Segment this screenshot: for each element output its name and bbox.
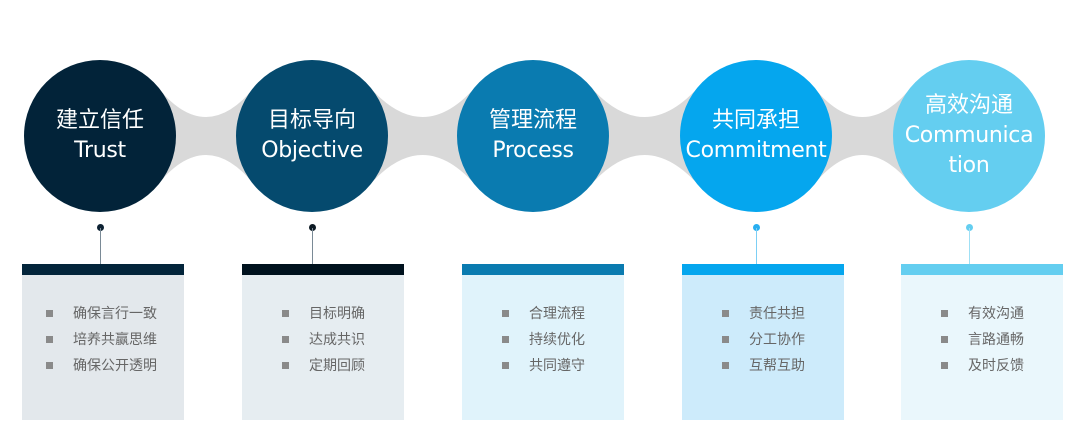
item-list: 合理流程持续优化共同遵守 — [462, 300, 624, 378]
bullet-square-icon — [941, 335, 948, 343]
step-circle: 管理流程 Process — [457, 60, 609, 212]
bullet-square-icon — [941, 309, 948, 317]
step-circle: 建立信任 Trust — [24, 60, 176, 212]
bullet-square-icon — [502, 335, 509, 343]
box-header-bar — [242, 264, 404, 275]
item-list: 确保言行一致培养共赢思维确保公开透明 — [22, 300, 184, 378]
step-title-cn: 管理流程 — [488, 108, 577, 133]
bullet-square-icon — [502, 309, 509, 317]
connector-line — [756, 228, 757, 264]
step-title-cn: 共同承担 — [711, 108, 800, 133]
connector-dot — [97, 224, 104, 231]
bullet-square-icon — [722, 309, 729, 317]
list-item: 互帮互助 — [722, 352, 844, 378]
list-item: 合理流程 — [502, 300, 624, 326]
item-list: 有效沟通言路通畅及时反馈 — [901, 300, 1063, 378]
step-detail-box: 有效沟通言路通畅及时反馈 — [901, 264, 1063, 420]
list-item: 定期回顾 — [282, 352, 404, 378]
step-title-cn: 高效沟通 — [924, 93, 1013, 118]
list-item-text: 确保公开透明 — [73, 358, 157, 374]
step-detail-box: 确保言行一致培养共赢思维确保公开透明 — [22, 264, 184, 420]
item-list: 责任共担分工协作互帮互助 — [682, 300, 844, 378]
step-detail-box: 责任共担分工协作互帮互助 — [682, 264, 844, 420]
item-list: 目标明确达成共识定期回顾 — [242, 300, 404, 378]
list-item-text: 共同遵守 — [529, 358, 585, 374]
step-title-en: Process — [492, 138, 574, 163]
step-title-en: Communication — [904, 123, 1034, 178]
step-title-en: Objective — [261, 138, 363, 163]
list-item-text: 培养共赢思维 — [73, 332, 157, 348]
bullet-square-icon — [502, 361, 509, 369]
list-item-text: 责任共担 — [749, 306, 805, 322]
list-item-text: 及时反馈 — [968, 358, 1024, 374]
step-circle: 共同承担 Commitment — [680, 60, 832, 212]
list-item: 目标明确 — [282, 300, 404, 326]
bullet-square-icon — [282, 361, 289, 369]
bullet-square-icon — [46, 335, 53, 343]
connector-line — [969, 228, 970, 264]
list-item-text: 互帮互助 — [749, 358, 805, 374]
connector-band — [588, 84, 701, 188]
list-item: 分工协作 — [722, 326, 844, 352]
box-header-bar — [901, 264, 1063, 275]
list-item-text: 目标明确 — [309, 306, 365, 322]
box-header-bar — [22, 264, 184, 275]
bullet-square-icon — [282, 335, 289, 343]
list-item-text: 分工协作 — [749, 332, 805, 348]
connector-line — [312, 228, 313, 264]
step-detail-box: 目标明确达成共识定期回顾 — [242, 264, 404, 420]
list-item: 言路通畅 — [941, 326, 1063, 352]
list-item: 达成共识 — [282, 326, 404, 352]
box-header-bar — [682, 264, 844, 275]
bullet-square-icon — [46, 361, 53, 369]
step-detail-box: 合理流程持续优化共同遵守 — [462, 264, 624, 420]
list-item: 共同遵守 — [502, 352, 624, 378]
list-item: 责任共担 — [722, 300, 844, 326]
step-circle: 目标导向 Objective — [236, 60, 388, 212]
box-header-bar — [462, 264, 624, 275]
list-item-text: 言路通畅 — [968, 332, 1024, 348]
connector-dot — [309, 224, 316, 231]
bullet-square-icon — [941, 361, 948, 369]
bullet-square-icon — [722, 335, 729, 343]
connector-band — [367, 84, 478, 188]
connector-band — [811, 84, 914, 188]
list-item-text: 定期回顾 — [309, 358, 365, 374]
list-item: 确保公开透明 — [46, 352, 184, 378]
step-title-en: Trust — [74, 138, 126, 163]
step-circle: 高效沟通 Communication — [893, 60, 1045, 212]
step-title-cn: 目标导向 — [267, 108, 356, 133]
list-item: 有效沟通 — [941, 300, 1063, 326]
list-item-text: 有效沟通 — [968, 306, 1024, 322]
step-title-en: Commitment — [685, 138, 827, 163]
list-item: 培养共赢思维 — [46, 326, 184, 352]
step-title-cn: 建立信任 — [55, 108, 144, 133]
list-item: 确保言行一致 — [46, 300, 184, 326]
list-item: 持续优化 — [502, 326, 624, 352]
connector-dot — [966, 224, 973, 231]
bullet-square-icon — [46, 309, 53, 317]
list-item-text: 确保言行一致 — [73, 306, 157, 322]
list-item: 及时反馈 — [941, 352, 1063, 378]
bullet-square-icon — [722, 361, 729, 369]
bullet-square-icon — [282, 309, 289, 317]
list-item-text: 持续优化 — [529, 332, 585, 348]
connector-band — [155, 84, 257, 188]
list-item-text: 达成共识 — [309, 332, 365, 348]
connector-dot — [753, 224, 760, 231]
connector-line — [100, 228, 101, 264]
list-item-text: 合理流程 — [529, 306, 585, 322]
